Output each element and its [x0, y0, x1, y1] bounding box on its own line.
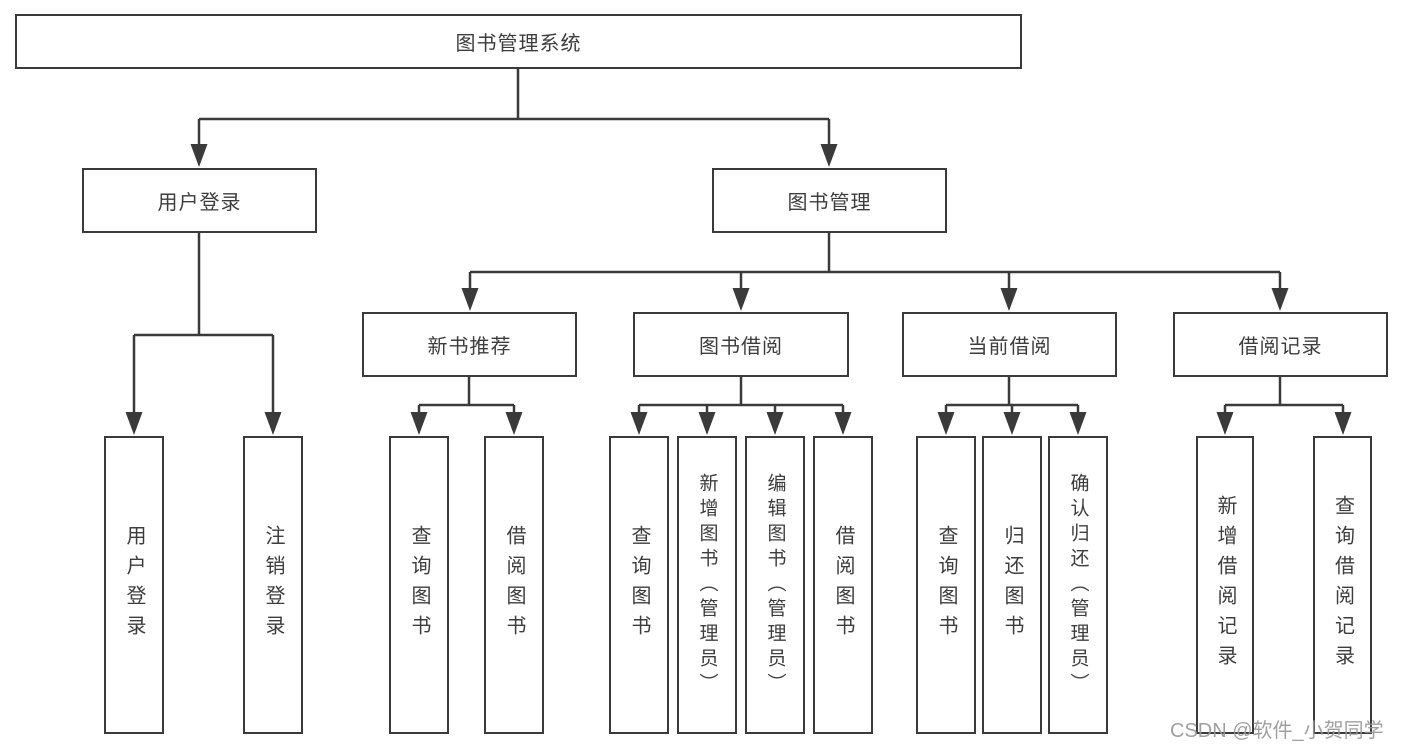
node-user-login-label: 用户登录 [157, 192, 242, 214]
node-leaf-return-book: 归还图书 [982, 436, 1042, 734]
leaf-label: 查询图书 [935, 525, 957, 645]
leaf-label: 查询借阅记录 [1331, 495, 1354, 675]
node-leaf-logout: 注销登录 [243, 436, 303, 734]
arrowhead [190, 144, 208, 167]
node-user-login: 用户登录 [82, 168, 317, 233]
watermark: CSDN @软件_小贺同学 [1170, 720, 1384, 742]
edges-current-borrow [937, 377, 1087, 435]
node-new-book-rec-label: 新书推荐 [427, 336, 512, 358]
node-leaf-confirm-return-admin: 确认归还（管理员） [1048, 436, 1108, 734]
node-leaf-edit-book-admin: 编辑图书（管理员） [745, 436, 805, 734]
node-leaf-query-books-borrow: 查询图书 [609, 436, 669, 734]
node-root: 图书管理系统 [15, 14, 1022, 69]
arrowhead [264, 412, 282, 435]
arrowhead [505, 412, 523, 435]
node-current-borrow-label: 当前借阅 [967, 336, 1052, 358]
leaf-label: 借阅图书 [503, 525, 525, 645]
leaf-label: 确认归还（管理员） [1067, 472, 1089, 698]
node-leaf-borrow-books-borrow: 借阅图书 [813, 436, 873, 734]
node-book-mgmt-label: 图书管理 [787, 192, 872, 214]
node-current-borrow: 当前借阅 [902, 312, 1117, 377]
leaf-label: 新增借阅记录 [1214, 495, 1236, 675]
node-root-label: 图书管理系统 [455, 33, 582, 55]
arrowhead [125, 412, 143, 435]
edges-user-login [125, 233, 282, 435]
node-leaf-add-book-admin: 新增图书（管理员） [677, 436, 737, 734]
arrowhead [630, 412, 648, 435]
arrowhead [1334, 412, 1352, 435]
node-leaf-add-borrow-record: 新增借阅记录 [1196, 436, 1254, 734]
node-book-borrow-label: 图书借阅 [699, 336, 783, 358]
arrowhead [461, 288, 479, 311]
arrowhead [698, 412, 716, 435]
edges-root [190, 69, 838, 167]
arrowhead [1000, 288, 1018, 311]
node-borrow-records-label: 借阅记录 [1238, 336, 1323, 358]
leaf-label: 用户登录 [123, 525, 145, 645]
leaf-label: 归还图书 [1001, 525, 1023, 645]
node-borrow-records: 借阅记录 [1173, 312, 1388, 377]
arrowhead [1216, 412, 1234, 435]
leaf-label: 查询图书 [408, 525, 430, 645]
node-book-mgmt: 图书管理 [712, 168, 947, 233]
edges-book-mgmt [461, 233, 1289, 311]
node-book-borrow: 图书借阅 [633, 312, 849, 377]
arrowhead [410, 412, 428, 435]
leaf-label: 借阅图书 [832, 525, 854, 645]
arrowhead [937, 412, 955, 435]
leaf-label: 新增图书（管理员） [696, 472, 718, 698]
node-leaf-query-books-rec: 查询图书 [389, 436, 449, 734]
arrowhead [732, 288, 750, 311]
node-leaf-query-borrow-record: 查询借阅记录 [1313, 436, 1372, 734]
arrowhead [1003, 412, 1021, 435]
leaf-label: 注销登录 [262, 525, 284, 645]
node-new-book-rec: 新书推荐 [362, 312, 577, 377]
node-leaf-query-books-current: 查询图书 [916, 436, 976, 734]
leaf-label: 编辑图书（管理员） [764, 472, 786, 698]
node-leaf-user-login: 用户登录 [104, 436, 164, 734]
arrowhead [834, 412, 852, 435]
node-leaf-borrow-books-rec: 借阅图书 [484, 436, 544, 734]
arrowhead [1069, 412, 1087, 435]
edges-book-borrow [630, 377, 852, 435]
arrowhead [820, 144, 838, 167]
leaf-label: 查询图书 [628, 525, 650, 645]
edges-new-book-rec [410, 377, 523, 435]
edges-borrow-records [1216, 377, 1352, 435]
arrowhead [766, 412, 784, 435]
arrowhead [1271, 288, 1289, 311]
